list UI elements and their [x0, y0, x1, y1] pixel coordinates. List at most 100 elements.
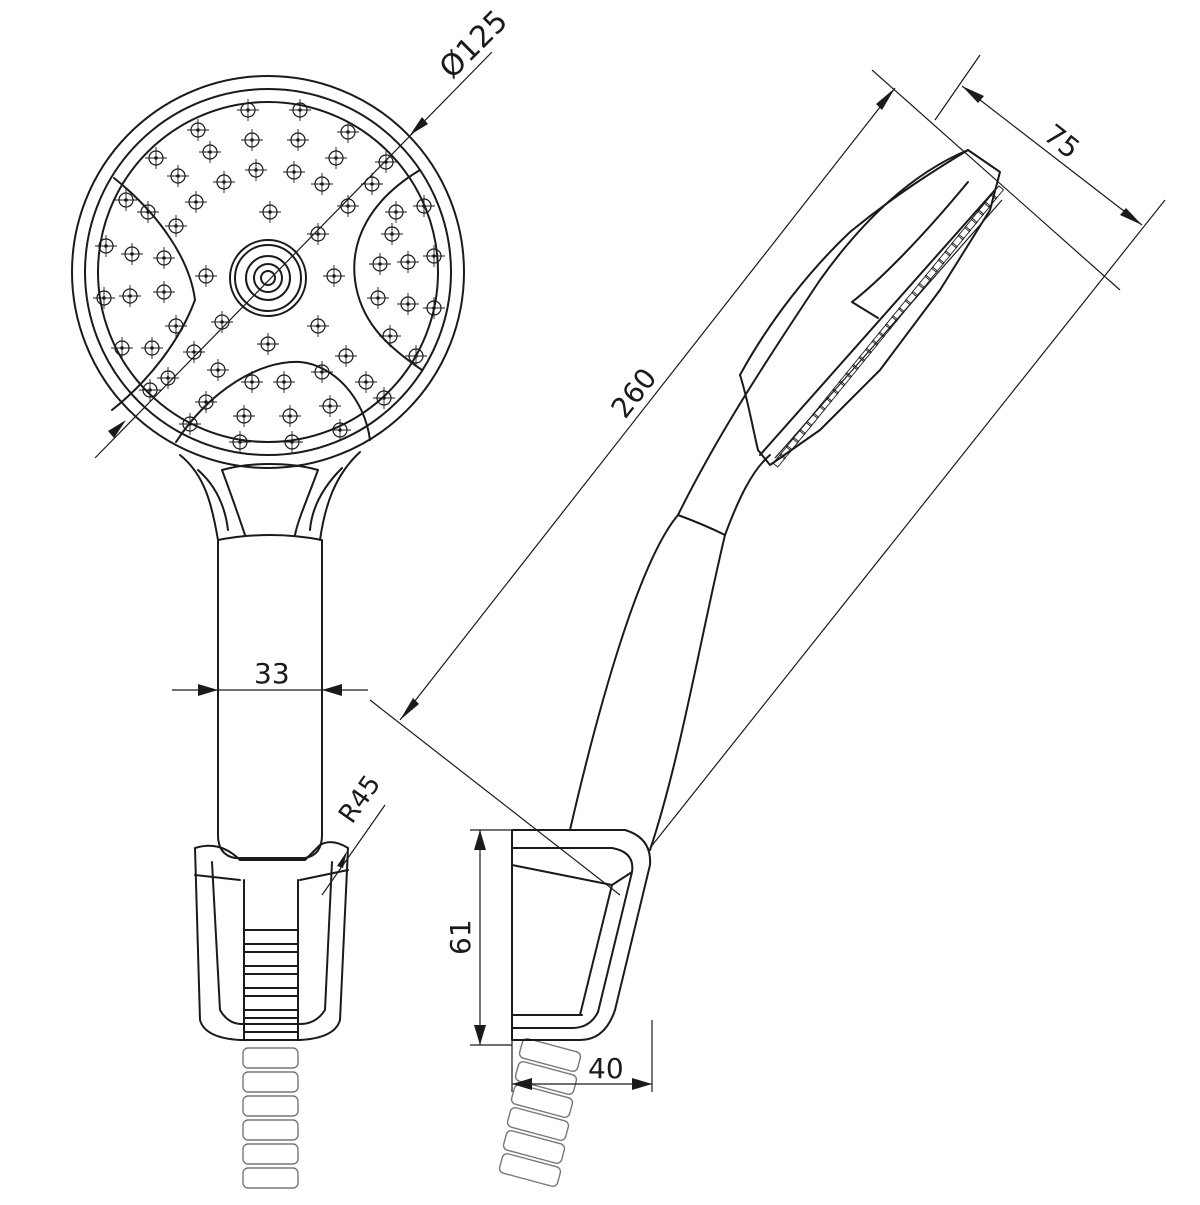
nozzle-group	[93, 99, 445, 453]
nozzle-cross	[337, 195, 359, 217]
handle-width-label: 33	[254, 657, 290, 690]
nozzle-cross	[369, 253, 391, 275]
nozzle-cross	[121, 243, 143, 265]
nozzle-cross	[179, 413, 201, 435]
spray-face-tooth	[950, 234, 965, 249]
nozzle-cross	[115, 189, 137, 211]
spray-face-tooth	[798, 420, 813, 436]
nozzle-cross	[111, 337, 133, 359]
spray-face-tooth	[904, 290, 919, 306]
nozzle-cross	[307, 223, 329, 245]
nozzle-cross	[397, 293, 419, 315]
side-spray-face	[772, 185, 1005, 468]
spray-face-tooth	[831, 380, 846, 395]
nozzle-cross	[329, 419, 351, 441]
nozzle-cross	[165, 315, 187, 337]
side-hose	[498, 1037, 582, 1188]
nozzle-cross	[279, 405, 301, 427]
nozzle-cross	[183, 341, 205, 363]
nozzle-cross	[153, 281, 175, 303]
spray-face-tooth	[838, 372, 853, 387]
nozzle-cross	[381, 223, 403, 245]
spray-face-tooth	[983, 193, 998, 208]
spray-face-tooth	[970, 209, 985, 224]
spray-face-tooth	[792, 428, 806, 444]
nozzle-cross	[195, 391, 217, 413]
depth-dimension: 75	[649, 54, 1166, 849]
spray-face-tooth	[812, 404, 826, 419]
spray-face-tooth	[818, 396, 833, 411]
nozzle-cross	[119, 285, 141, 307]
nozzle-cross	[337, 121, 359, 143]
nozzle-cross	[195, 265, 217, 287]
nozzle-cross	[397, 251, 419, 273]
nozzle-cross	[241, 371, 263, 393]
nozzle-cross	[153, 247, 175, 269]
side-view: 260 75 61 40	[369, 54, 1166, 1188]
nozzle-cross	[423, 245, 445, 267]
nozzle-cross	[187, 119, 209, 141]
spray-face-tooth	[964, 217, 978, 233]
nozzle-cross	[213, 171, 235, 193]
spray-face-tooth	[845, 363, 859, 379]
spray-face-tooth	[851, 355, 866, 371]
nozzle-cross	[405, 345, 427, 367]
nozzle-cross	[367, 287, 389, 309]
nozzle-cross	[289, 99, 311, 121]
front-hose	[242, 1047, 299, 1189]
front-view: Ø125 33 R45	[71, 4, 515, 1189]
spray-face-tooth	[898, 299, 912, 314]
spray-face-tooth	[931, 258, 945, 273]
nozzle-cross	[93, 287, 115, 309]
spray-face-tooth	[977, 201, 991, 216]
nozzle-cross	[287, 129, 309, 151]
spray-face-tooth	[917, 274, 932, 289]
nozzle-cross	[229, 431, 251, 453]
nozzle-cross	[379, 325, 401, 347]
nozzle-cross	[323, 265, 345, 287]
nozzle-cross	[165, 215, 187, 237]
center-hub	[229, 239, 307, 317]
nozzle-cross	[307, 315, 329, 337]
side-bracket	[511, 829, 652, 1041]
nozzle-cross	[413, 195, 435, 217]
nozzle-cross	[325, 147, 347, 169]
length-dimension: 260	[369, 69, 1121, 896]
nozzle-cross	[185, 191, 207, 213]
head-inner-rim	[84, 88, 452, 456]
nozzle-cross	[137, 201, 159, 223]
spray-face-tooth	[779, 445, 793, 460]
spray-face-tooth	[924, 266, 939, 281]
spray-face-tooth	[891, 307, 905, 322]
nozzle-cross	[245, 159, 267, 181]
nozzle-cross	[375, 151, 397, 173]
nozzle-cross	[273, 371, 295, 393]
radius-label: R45	[333, 770, 387, 829]
bracket-height-dimension: 61	[444, 829, 512, 1046]
spray-face-tooth	[805, 412, 820, 428]
spray-face-tooth	[871, 331, 886, 346]
front-holder	[194, 841, 349, 1041]
nozzle-cross	[233, 405, 255, 427]
spray-face	[97, 101, 439, 443]
nozzle-cross	[157, 367, 179, 389]
depth-label: 75	[1038, 118, 1086, 166]
nozzle-cross	[167, 165, 189, 187]
length-label: 260	[605, 362, 664, 424]
nozzle-cross	[355, 371, 377, 393]
nozzle-cross	[281, 431, 303, 453]
front-handle	[217, 534, 323, 859]
spray-face-tooth	[864, 339, 879, 354]
nozzle-cross	[319, 395, 341, 417]
spray-face-tooth	[884, 315, 899, 330]
nozzle-cross	[385, 201, 407, 223]
nozzle-cross	[259, 201, 281, 223]
bracket-depth-dimension: 40	[511, 1020, 653, 1092]
nozzle-cross	[373, 387, 395, 409]
spray-face-tooth	[911, 282, 925, 298]
front-neck	[179, 451, 361, 541]
nozzle-cross	[199, 141, 221, 163]
bracket-depth-label: 40	[588, 1052, 624, 1085]
